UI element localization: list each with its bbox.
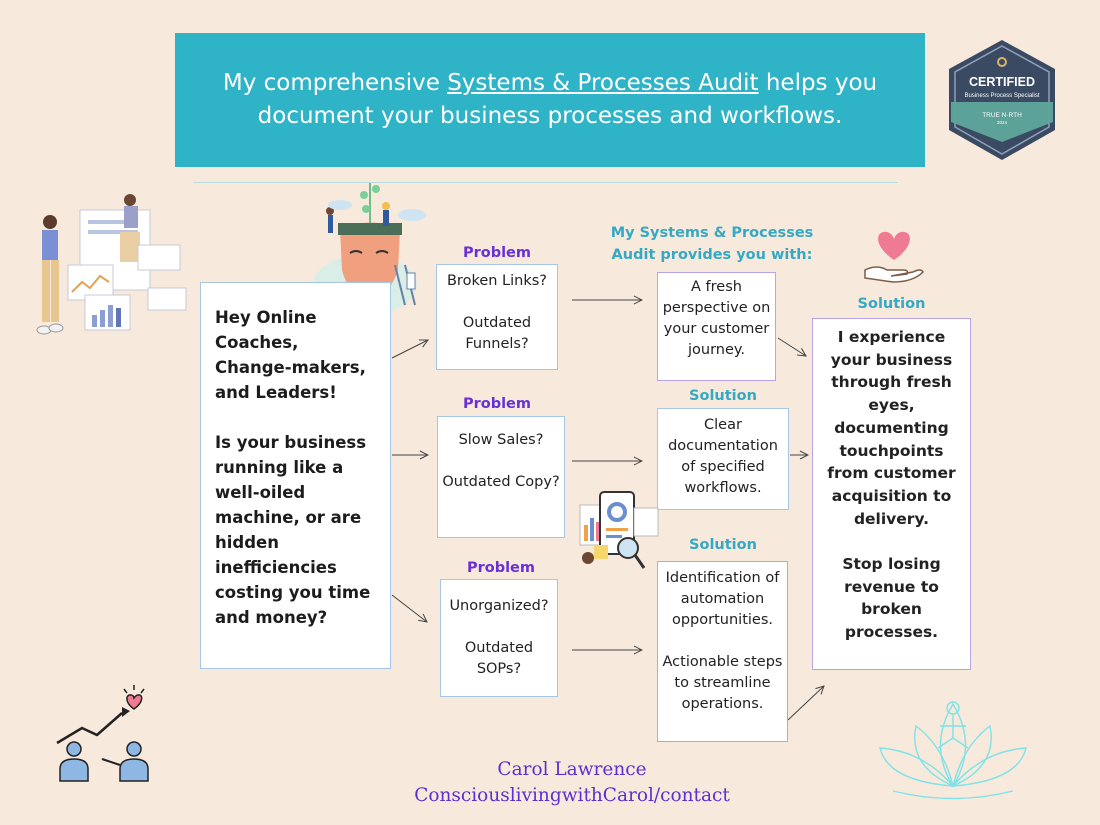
problem-box-3: Unorganized? Outdated SOPs? <box>440 579 558 697</box>
header-banner: My comprehensive Systems & Processes Aud… <box>175 33 925 167</box>
arrow-intro-to-problem-1 <box>391 340 428 359</box>
analytics-illustration <box>578 490 660 575</box>
audit-item-2: Clear documentation of specified workflo… <box>657 408 789 510</box>
problem-box-2: Slow Sales? Outdated Copy? <box>437 416 565 538</box>
problem-label-3: Problem <box>466 560 536 576</box>
audit-link[interactable]: Systems & Processes Audit <box>447 70 759 96</box>
arrow-audit-1-to-solution <box>777 337 806 356</box>
svg-text:TRUE N·RTH: TRUE N·RTH <box>982 112 1022 119</box>
footer-contact[interactable]: ConsciouslivingwithCarol/contact <box>414 785 730 806</box>
problem-label-1: Problem <box>462 245 532 261</box>
final-solution-label: Solution <box>857 296 926 312</box>
solution-label-2: Solution <box>689 388 757 404</box>
arrow-intro-to-problem-3 <box>391 594 427 622</box>
audit-title: My Systems & Processes Audit provides yo… <box>610 225 814 263</box>
intro-greeting: Hey Online Coaches, Change-makers, and L… <box>215 308 366 402</box>
header-line-2: document your business processes and wor… <box>257 103 843 129</box>
arrow-audit-3-to-solution <box>787 686 824 721</box>
problem-box-1: Broken Links? Outdated Funnels? <box>436 264 558 370</box>
intro-box: Hey Online Coaches, Change-makers, and L… <box>200 282 391 669</box>
svg-text:Business Process Specialist: Business Process Specialist <box>964 93 1039 99</box>
solution-label-3: Solution <box>689 537 757 553</box>
svg-text:CERTIFIED: CERTIFIED <box>969 75 1035 89</box>
lotus-meditation-illustration <box>868 686 1038 808</box>
header-line-1: My comprehensive Systems & Processes Aud… <box>222 70 878 96</box>
footer-name: Carol Lawrence <box>497 759 647 780</box>
certified-badge: CERTIFIED Business Process Specialist TR… <box>945 38 1060 163</box>
header-divider <box>193 182 898 183</box>
audit-item-1: A fresh perspective on your customer jou… <box>657 272 776 381</box>
people-charts-illustration <box>30 190 195 350</box>
final-solution-box: I experience your business through fresh… <box>812 318 971 670</box>
problem-label-2: Problem <box>462 396 532 412</box>
growth-team-illustration <box>52 683 162 785</box>
svg-text:2024: 2024 <box>997 120 1008 125</box>
audit-item-3: Identification of automation opportuniti… <box>657 561 788 742</box>
heart-hand-icon <box>863 226 925 284</box>
intro-question: Is your business running like a well-oil… <box>215 433 371 627</box>
